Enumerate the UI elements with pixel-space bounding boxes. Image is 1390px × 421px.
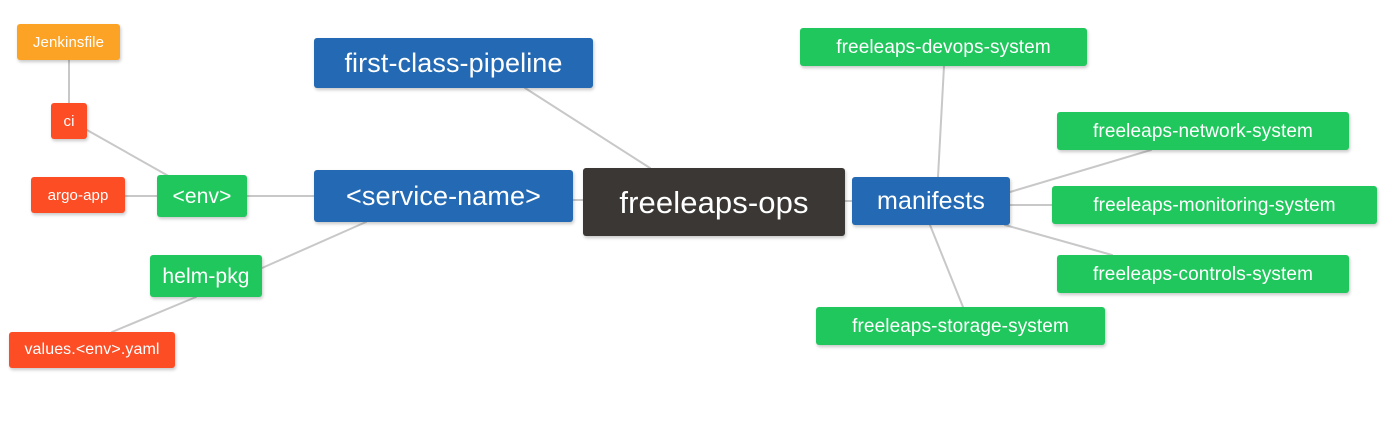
node-freeleaps-devops-system[interactable]: freeleaps-devops-system: [800, 28, 1087, 66]
edge-first-class-pipeline-ops: [524, 87, 651, 169]
node-label: helm-pkg: [162, 264, 250, 288]
node-label: ci: [63, 112, 75, 130]
node-freeleaps-ops[interactable]: freeleaps-ops: [583, 168, 845, 236]
node-freeleaps-storage-system[interactable]: freeleaps-storage-system: [816, 307, 1105, 345]
node-label: freeleaps-ops: [619, 184, 809, 220]
node-label: values.<env>.yaml: [24, 341, 160, 358]
node-label: freeleaps-network-system: [1093, 120, 1313, 142]
node-label: argo-app: [47, 186, 109, 204]
edge-manifests-storage: [929, 224, 964, 308]
edge-ci-env: [86, 129, 173, 179]
node-freeleaps-monitoring-system[interactable]: freeleaps-monitoring-system: [1052, 186, 1377, 224]
node-helm-pkg[interactable]: helm-pkg: [150, 255, 262, 297]
edge-manifests-controls: [1004, 224, 1113, 256]
node-values-env-yaml[interactable]: values.<env>.yaml: [9, 332, 175, 368]
node-label: <service-name>: [346, 180, 541, 211]
node-manifests[interactable]: manifests: [852, 177, 1010, 225]
node-label: freeleaps-controls-system: [1092, 263, 1314, 285]
node-label: freeleaps-monitoring-system: [1093, 194, 1336, 216]
node-jenkinsfile[interactable]: Jenkinsfile: [17, 24, 120, 60]
node-service-name[interactable]: <service-name>: [314, 170, 573, 222]
node-env[interactable]: <env>: [157, 175, 247, 217]
node-label: first-class-pipeline: [344, 47, 563, 78]
node-label: manifests: [877, 186, 985, 215]
edge-helm-pkg-values: [111, 296, 197, 333]
node-argo-app[interactable]: argo-app: [31, 177, 125, 213]
edge-manifests-devops: [937, 65, 945, 178]
edge-service-name-helm-pkg: [261, 221, 367, 269]
node-freeleaps-network-system[interactable]: freeleaps-network-system: [1057, 112, 1349, 150]
node-freeleaps-controls-system[interactable]: freeleaps-controls-system: [1057, 255, 1349, 293]
node-label: <env>: [172, 184, 232, 208]
node-label: Jenkinsfile: [32, 33, 105, 51]
node-ci[interactable]: ci: [51, 103, 87, 139]
node-label: freeleaps-storage-system: [852, 315, 1069, 337]
node-label: freeleaps-devops-system: [836, 36, 1051, 58]
node-first-class-pipeline[interactable]: first-class-pipeline: [314, 38, 593, 88]
